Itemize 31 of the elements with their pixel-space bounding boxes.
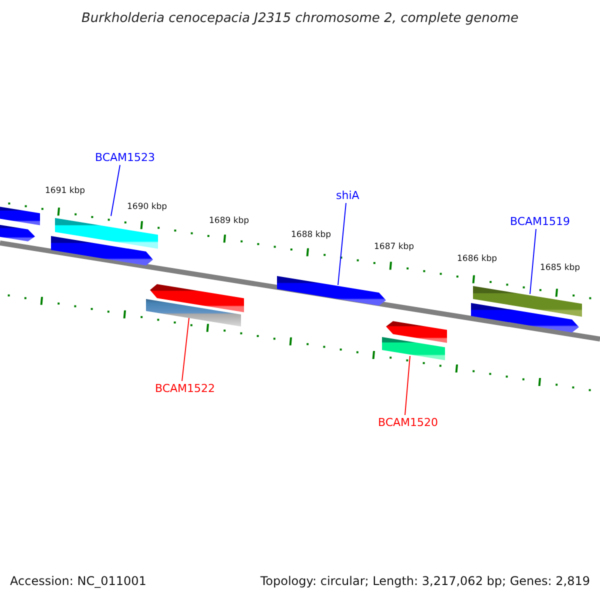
gene-bar [51, 236, 153, 266]
leader-line [182, 318, 190, 382]
gene-bar [473, 286, 582, 317]
leader-line [404, 356, 410, 416]
scale-label: 1690 kbp [127, 203, 168, 212]
gene-label: BCAM1520 [378, 417, 438, 428]
gene-bar [146, 299, 241, 326]
gene-label: BCAM1522 [155, 383, 216, 394]
title: Burkholderia cenocepacia J2315 chromosome 2, complete genome [80, 12, 520, 25]
gene-bar [386, 321, 447, 343]
scale-label: 1685 kbp [540, 264, 580, 272]
gene-label: shiA [336, 190, 360, 201]
gene-bar [0, 224, 35, 242]
scale-label: 1687 kbp [374, 243, 414, 252]
genome-summary-text: Topology: circular; Length: 3,217,062 bp; Genes: 2,819 [260, 575, 590, 587]
leader-line [530, 228, 536, 294]
gene-bar [55, 218, 158, 249]
leader-line [110, 164, 120, 216]
gene-bar [471, 303, 579, 332]
scale-label: 1686 kbp [457, 255, 498, 264]
gene-bar [0, 206, 40, 226]
scale-label: 1689 kbp [209, 217, 250, 226]
scale-label: 1691 kbp [45, 187, 86, 196]
gene-label: BCAM1519 [510, 216, 570, 227]
accession-text: Accession: NC_011001 [10, 575, 146, 587]
leader-line [338, 202, 346, 286]
scale-label: 1688 kbp [291, 231, 332, 240]
gene-bar [150, 284, 244, 312]
gene-bar [277, 276, 386, 306]
gene-bar [382, 337, 445, 360]
gene-label: BCAM1523 [95, 152, 156, 163]
